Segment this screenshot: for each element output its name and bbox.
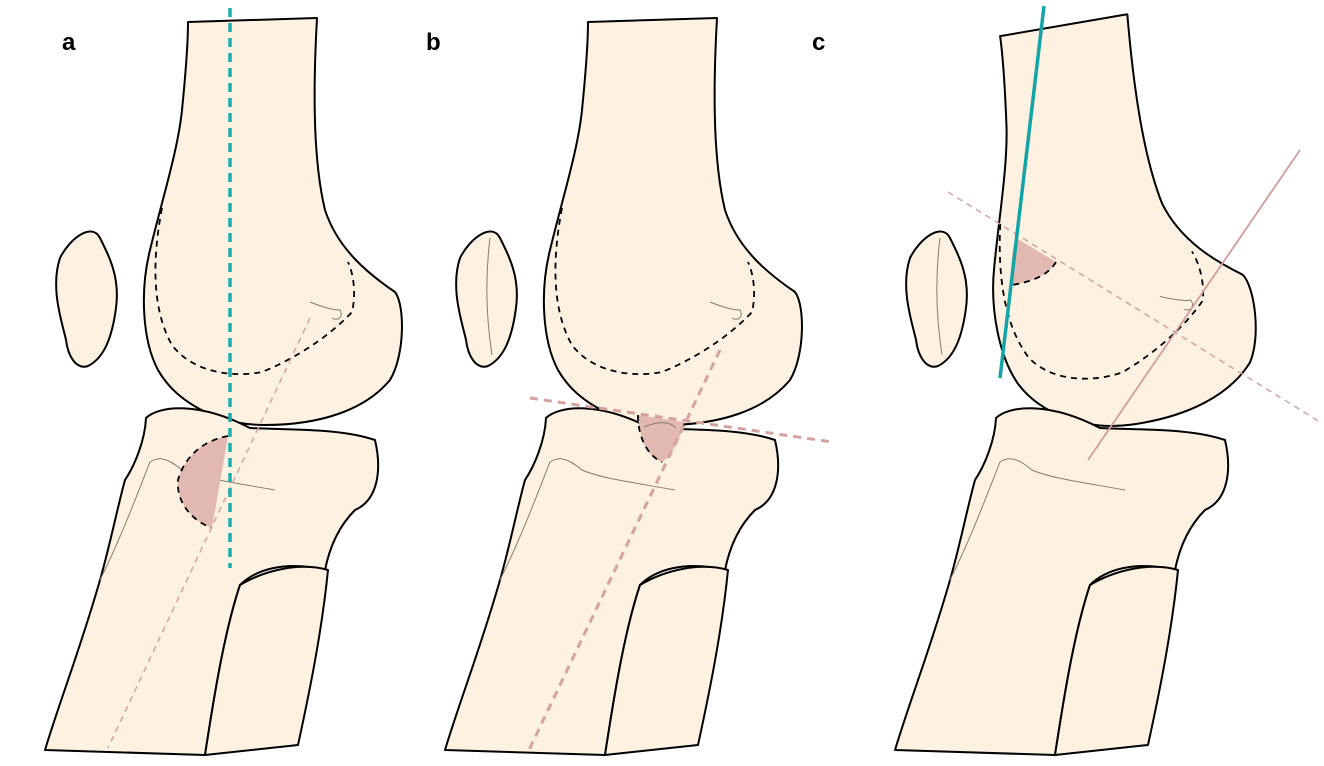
panel-a: a [45, 8, 402, 755]
tibia-shape [895, 408, 1228, 755]
femur-shape [956, 2, 1268, 441]
panel-c: c [812, 2, 1320, 755]
femur-group [956, 2, 1268, 441]
tibia-shape [445, 408, 778, 755]
panel-label-c: c [812, 29, 825, 56]
femur-shape [144, 18, 402, 425]
femur-shape [544, 18, 802, 425]
patella-shape [56, 231, 117, 366]
panel-label-b: b [426, 29, 441, 56]
panel-label-a: a [62, 29, 76, 56]
panel-b: b [426, 18, 832, 755]
